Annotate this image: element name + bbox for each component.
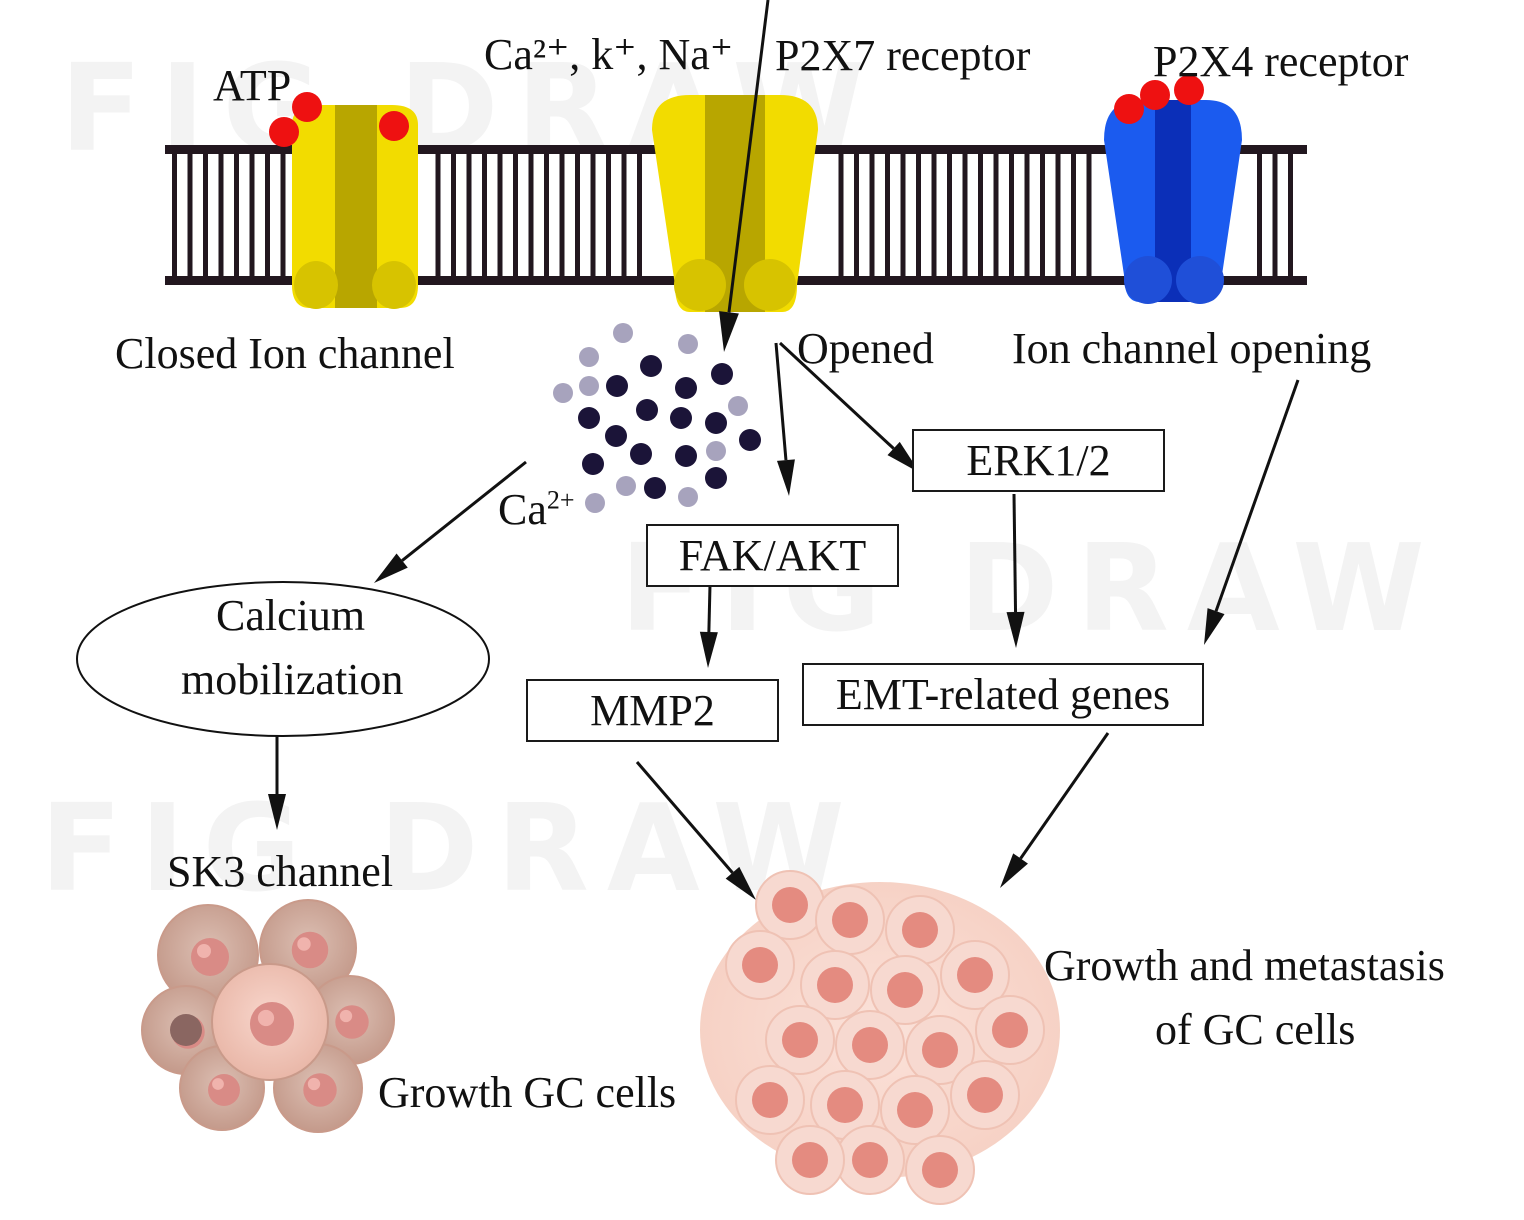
- calcium-mobilization-ellipse: [76, 581, 490, 737]
- opened-p2x7-channel-icon: [652, 95, 818, 312]
- ions-label: Ca²⁺, k⁺, Na⁺: [484, 30, 734, 79]
- calcium-ion-dot: [640, 355, 662, 377]
- influx-arrow: [719, 0, 770, 352]
- calcium-ion-dot: [579, 376, 599, 396]
- sk3-channel-label: SK3 channel: [167, 847, 394, 896]
- calcium-ion-dot: [705, 412, 727, 434]
- p2x4-to-emt-arrow: [1204, 379, 1300, 645]
- calcium-ion-dot: [675, 445, 697, 467]
- p2x4-receptor-label: P2X4 receptor: [1153, 37, 1409, 86]
- ion-channel-opening-label: Ion channel opening: [1012, 324, 1372, 373]
- to-sk3-arrow: [268, 736, 286, 830]
- calcium-ion-icon: [553, 323, 761, 513]
- calcium-ion-dot: [678, 334, 698, 354]
- calcium-ion-dot: [739, 429, 761, 451]
- calcium-ion-label-base: Ca: [498, 485, 547, 534]
- closed-p2x7-channel-icon: [292, 105, 418, 309]
- opened-label: Opened: [797, 324, 934, 373]
- erk-to-emt-arrow: [1006, 493, 1025, 648]
- growth-metastasis-label-line2: of GC cells: [1155, 1005, 1356, 1054]
- erk-box: ERK1/2: [912, 429, 1165, 492]
- calcium-mobilization-label-line1: Calcium: [216, 591, 366, 640]
- fak-to-mmp2-arrow: [699, 584, 718, 668]
- metastasis-cell-cluster-icon: [700, 870, 1060, 1205]
- growth-metastasis-label-line1: Growth and metastasis: [1044, 941, 1445, 990]
- mmp2-to-metastasis-arrow: [635, 761, 756, 900]
- mmp2-box: MMP2: [526, 679, 779, 742]
- calcium-ion-dot: [675, 377, 697, 399]
- calcium-ion-dot: [636, 399, 658, 421]
- calcium-ion-dot: [606, 375, 628, 397]
- calcium-ion-dot: [616, 476, 636, 496]
- calcium-ion-dot: [706, 441, 726, 461]
- calcium-ion-dot: [728, 396, 748, 416]
- p2x4-channel-icon: [1104, 100, 1242, 304]
- calcium-ion-dot: [630, 443, 652, 465]
- calcium-ion-dot: [553, 383, 573, 403]
- to-calcium-mobilization-arrow: [374, 460, 527, 583]
- to-fak-akt-arrow: [774, 342, 795, 496]
- signaling-arrows: [268, 0, 1300, 900]
- calcium-mobilization-label-line2: mobilization: [181, 655, 404, 704]
- to-erk-arrow: [778, 341, 920, 473]
- calcium-ion-label: Ca2+: [498, 485, 575, 534]
- atp-label: ATP: [213, 61, 292, 110]
- calcium-ion-dot: [578, 407, 600, 429]
- calcium-ion-label-charge: 2+: [546, 485, 575, 515]
- atp-molecule-icon: [269, 92, 409, 147]
- calcium-ion-dot: [605, 425, 627, 447]
- calcium-ion-dot: [585, 493, 605, 513]
- calcium-ion-dot: [705, 467, 727, 489]
- emt-genes-box: EMT-related genes: [802, 663, 1204, 726]
- emt-to-metastasis-arrow: [1000, 732, 1110, 888]
- calcium-ion-dot: [711, 363, 733, 385]
- calcium-ion-dot: [670, 407, 692, 429]
- calcium-ion-dot: [644, 477, 666, 499]
- atp-molecule-icon: [1114, 75, 1204, 124]
- calcium-ion-dot: [678, 487, 698, 507]
- fak-akt-box: FAK/AKT: [646, 524, 899, 587]
- growth-gc-cells-label: Growth GC cells: [378, 1068, 677, 1117]
- closed-ion-channel-label: Closed Ion channel: [115, 329, 455, 378]
- calcium-ion-dot: [613, 323, 633, 343]
- p2x7-receptor-label: P2X7 receptor: [775, 31, 1031, 80]
- calcium-ion-dot: [579, 347, 599, 367]
- calcium-ion-dot: [582, 453, 604, 475]
- gc-cell-cluster-icon: [141, 899, 395, 1133]
